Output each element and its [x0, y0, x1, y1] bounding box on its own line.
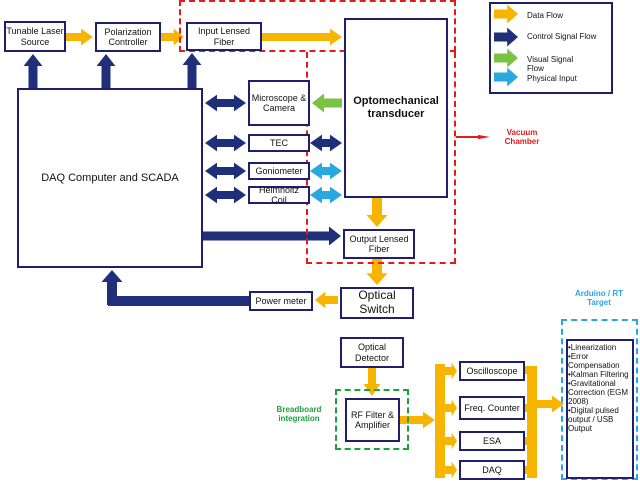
vacuum-chamber-boundary-lower — [306, 52, 456, 264]
left-bus — [435, 364, 445, 478]
optical-switch-label: Optical Switch — [358, 288, 396, 316]
arrow-helmholtz-transducer — [310, 186, 342, 204]
arrow-daq-to-output-fiber — [203, 226, 341, 246]
legend-visual-arrow — [494, 48, 518, 68]
arrow-laser-to-polarization — [66, 28, 93, 46]
daq-link — [525, 466, 529, 474]
output-fiber-block: Output Lensed Fiber — [343, 229, 415, 259]
breadboard-label: Breadboard integration — [276, 405, 322, 423]
freq-link — [525, 404, 529, 412]
legend-control: Control Signal Flow — [527, 32, 597, 41]
vacuum-chamber-label: Vacuum Chamber — [504, 128, 540, 146]
arrow-power-to-daq — [101, 270, 123, 305]
freq-counter-block: Freq. Counter — [459, 396, 525, 420]
microscope-block: Microscope & Camera — [248, 80, 310, 126]
oscilloscope-block: Oscilloscope — [459, 361, 525, 381]
freq-counter-label: Freq. Counter — [464, 402, 520, 413]
arrow-tec-transducer — [310, 134, 342, 152]
arrow-daq-microscope — [205, 94, 246, 112]
arrow-switch-to-powermeter — [315, 291, 338, 309]
vacuum-chamber-boundary — [179, 0, 456, 52]
arrow-daq-to-polarization — [96, 54, 116, 88]
arrow-daq-to-input-fiber — [182, 53, 202, 88]
microscope-label: Microscope & Camera — [251, 92, 307, 113]
arduino-output-list: •Linearization •Error Compensation •Kalm… — [568, 343, 634, 434]
arrow-daq-helmholtz — [205, 186, 246, 204]
input-fiber-label: Input Lensed Fiber — [197, 26, 251, 47]
arrow-daq-goniometer — [205, 162, 246, 180]
laser-source-block: Tunable Laser Source — [4, 21, 66, 52]
flow-arrows — [23, 4, 564, 479]
arrow-goniometer-transducer — [310, 162, 342, 180]
legend-physical-arrow — [494, 67, 518, 87]
daq-block: DAQ — [459, 460, 525, 480]
arrow-vacuum-chamber — [456, 134, 490, 140]
breadboard-boundary — [335, 389, 409, 450]
power-meter-return — [108, 296, 249, 306]
output-linearization: •Linearization — [568, 343, 617, 352]
arrow-to-freq-counter — [445, 399, 457, 417]
oscilloscope-label: Oscilloscope — [466, 365, 518, 376]
arrow-daq-tec — [205, 134, 246, 152]
input-fiber-block: Input Lensed Fiber — [186, 22, 262, 51]
helmholtz-coil-block: Helmholtz Coil — [248, 184, 310, 205]
power-meter-block: Power meter — [249, 291, 313, 311]
arrow-to-daq — [445, 461, 457, 479]
tec-label: TEC — [270, 137, 288, 148]
transducer-block: Optomechanical transducer — [344, 18, 448, 198]
arrow-transducer-to-microscope — [312, 93, 342, 113]
output-fiber-label: Output Lensed Fiber — [349, 233, 409, 254]
helmholtz-coil-label: Helmholtz Coil — [258, 184, 299, 205]
arrow-rf-to-bus — [400, 411, 435, 429]
legend-data: Data Flow — [527, 11, 564, 20]
arrow-fiber-to-transducer — [262, 28, 342, 46]
esa-link — [525, 437, 529, 445]
arrow-to-arduino — [537, 395, 564, 413]
goniometer-block: Goniometer — [248, 162, 310, 180]
output-gravitational: •Gravitational Correction (EGM 2008) — [568, 378, 629, 406]
goniometer-label: Goniometer — [255, 165, 303, 176]
rf-filter-block: RF Filter & Amplifier — [345, 398, 400, 442]
arrow-to-esa — [445, 432, 457, 450]
polarization-controller-block: Polarization Controller — [95, 22, 161, 52]
arduino-block — [566, 339, 634, 479]
arrow-daq-to-laser — [23, 54, 43, 88]
output-error-compensation: •Error Compensation — [568, 351, 620, 370]
legend-visual: Visual Signal Flow — [527, 55, 574, 73]
optical-detector-block: Optical Detector — [340, 337, 404, 368]
transducer-label: Optomechanical transducer — [353, 95, 439, 120]
power-meter-label: Power meter — [255, 295, 307, 306]
arrow-transducer-to-output — [366, 198, 388, 227]
legend-data-arrow — [494, 4, 518, 24]
daq-computer-block: DAQ Computer and SCADA — [17, 88, 203, 268]
legend-physical: Physical Input — [527, 74, 577, 83]
right-bus — [527, 366, 537, 478]
rf-filter-label: RF Filter & Amplifier — [350, 409, 394, 430]
daq-computer-label: DAQ Computer and SCADA — [41, 171, 179, 184]
osc-link — [525, 366, 529, 374]
arduino-label: Arduino / RT Target — [575, 289, 623, 307]
output-digital: •Digital pulsed output / USB Output — [568, 405, 619, 433]
esa-block: ESA — [459, 431, 525, 451]
arrow-output-to-switch — [366, 259, 388, 285]
laser-source-label: Tunable Laser Source — [6, 26, 64, 47]
tec-block: TEC — [248, 134, 310, 152]
arrow-polarization-to-fiber — [161, 28, 184, 46]
polarization-controller-label: Polarization Controller — [104, 26, 152, 47]
arduino-boundary — [561, 319, 638, 480]
esa-label: ESA — [482, 435, 501, 446]
optical-detector-label: Optical Detector — [354, 342, 389, 363]
legend: Data Flow Control Signal Flow Visual Sig… — [489, 2, 613, 94]
daq-label: DAQ — [482, 464, 502, 475]
arrow-to-oscilloscope — [445, 362, 457, 380]
optical-switch-block: Optical Switch — [340, 287, 414, 319]
legend-control-arrow — [494, 27, 518, 47]
output-kalman: •Kalman Filtering — [568, 369, 629, 379]
